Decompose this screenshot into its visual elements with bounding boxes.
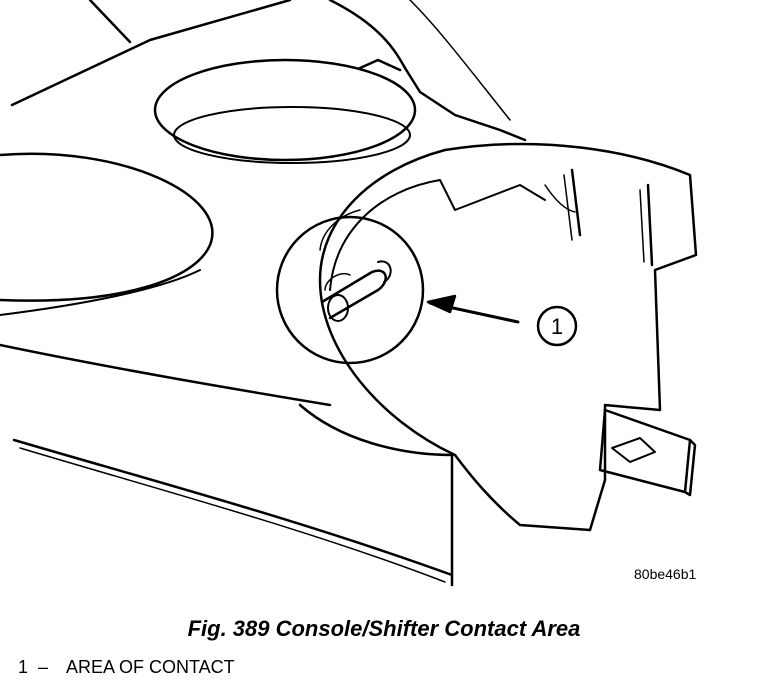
figure-code: 80be46b1 [634, 566, 697, 582]
cup-holder-top [153, 58, 417, 164]
console-lower-edge [0, 343, 332, 407]
callout-circle [536, 305, 578, 347]
legend-separator: – [38, 657, 49, 677]
console-right-bulge [328, 0, 407, 70]
shifter-slot [319, 209, 392, 322]
bezel-ridge-2b [639, 189, 645, 263]
callout-arrow [426, 294, 520, 324]
legend-item: 1–AREA OF CONTACT [18, 657, 235, 678]
legend-number: 1 [18, 657, 29, 677]
legend: 1–AREA OF CONTACT [18, 657, 235, 678]
console-base-line [12, 438, 454, 577]
cup-holder-left [0, 152, 214, 316]
callout-number: 1 [551, 314, 563, 339]
console-base-line-2 [19, 447, 446, 583]
bezel-ridge-2 [646, 183, 654, 267]
bezel-ridge-3 [544, 184, 576, 213]
figure-caption: Fig. 389 Console/Shifter Contact Area [187, 616, 581, 641]
bezel-ridge-1b [563, 174, 573, 241]
bezel-ridge-1 [570, 168, 582, 237]
console-side-wall [298, 403, 454, 587]
console-shifter-illustration: 1 [0, 0, 698, 587]
contact-area-circle [275, 215, 425, 365]
console-top-edge [10, 0, 292, 107]
console-bezel-top [403, 66, 527, 142]
console-back-curve [409, 0, 511, 121]
shifter-bezel-inner [329, 179, 546, 291]
legend-text: AREA OF CONTACT [66, 657, 235, 677]
console-upper-line [88, 0, 132, 44]
bezel-tab [598, 408, 697, 497]
shifter-bezel-outline [318, 142, 698, 532]
